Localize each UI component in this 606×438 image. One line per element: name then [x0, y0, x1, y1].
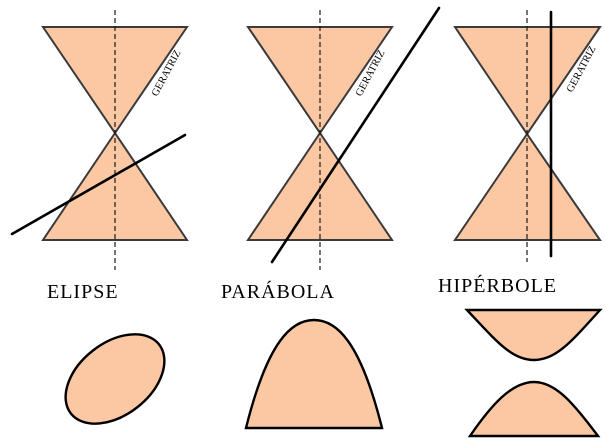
- panel-hiperbole: GERATRIZ HIPÉRBOLE: [438, 10, 603, 438]
- panel-elipse: GERATRIZ ELIPSE: [10, 10, 189, 425]
- parabola-curve: [244, 318, 384, 430]
- panel-parabola: GERATRIZ PARÁBOLA: [221, 6, 441, 430]
- cutting-plane-parabola: [270, 6, 441, 264]
- hyperbola-lower-branch: [467, 380, 601, 438]
- ellipse-curve: [64, 333, 166, 425]
- title-elipse: ELIPSE: [47, 281, 119, 303]
- title-hiperbole: HIPÉRBOLE: [438, 274, 557, 297]
- title-parabola: PARÁBOLA: [221, 280, 335, 303]
- cutting-plane-elipse: [10, 133, 187, 236]
- hyperbola-upper-branch: [464, 308, 603, 362]
